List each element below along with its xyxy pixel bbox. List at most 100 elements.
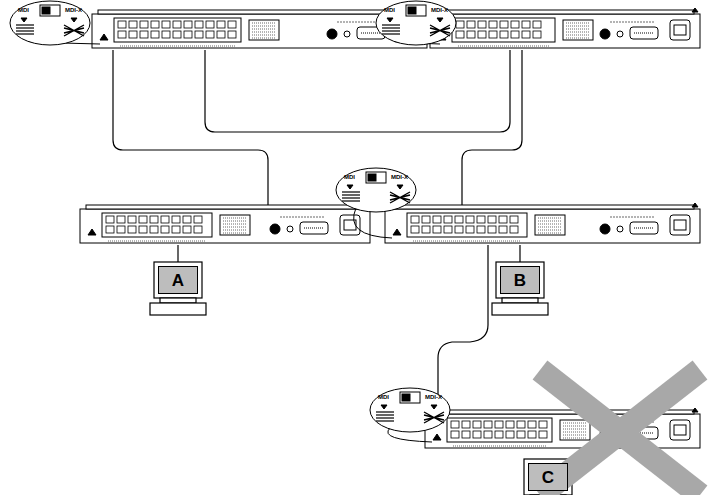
hub-detail <box>467 21 475 28</box>
hub-detail <box>495 421 503 428</box>
hub-detail <box>129 31 137 38</box>
hub-detail <box>220 215 250 235</box>
hub-detail <box>129 21 137 28</box>
hub-detail <box>217 21 225 28</box>
hub-detail <box>444 216 452 223</box>
hub-detail <box>108 241 206 242</box>
hub-detail <box>411 216 419 223</box>
hub-detail <box>16 24 34 25</box>
hub-detail <box>16 27 34 28</box>
hub-detail <box>381 405 387 409</box>
hub-detail <box>560 420 590 440</box>
hub-detail <box>390 192 410 203</box>
hub-detail <box>447 418 552 442</box>
hub-detail <box>488 216 496 223</box>
hub-detail <box>477 226 485 233</box>
hub-detail <box>499 216 507 223</box>
hub-detail <box>270 224 280 234</box>
hub-detail <box>151 31 159 38</box>
hub-detail <box>492 303 548 315</box>
hub-detail <box>161 226 169 233</box>
hub-detail <box>456 21 464 28</box>
hub-detail <box>370 388 450 432</box>
hub-detail <box>630 27 658 39</box>
hub-detail <box>249 20 279 40</box>
hub-detail <box>456 31 464 38</box>
hub-detail <box>489 21 497 28</box>
hub-detail <box>484 421 492 428</box>
switch-label: MDI <box>384 7 395 13</box>
hub-detail <box>361 33 381 34</box>
hub-detail <box>496 262 544 298</box>
hub-detail <box>506 431 514 438</box>
hub-detail <box>183 216 191 223</box>
hub-detail <box>467 31 475 38</box>
hub-detail <box>538 227 562 228</box>
hub-detail <box>451 421 459 428</box>
hub-detail <box>382 24 400 25</box>
hub-detail <box>517 421 525 428</box>
hub-device <box>80 203 370 243</box>
hub-detail <box>430 25 450 36</box>
hub-detail <box>118 21 126 28</box>
hub-detail <box>117 216 125 223</box>
hub-detail <box>327 29 337 39</box>
hub-detail <box>407 213 527 237</box>
hub-detail <box>458 46 549 47</box>
hub-detail <box>488 226 496 233</box>
hub-detail <box>173 31 181 38</box>
hub-detail <box>71 18 77 22</box>
computer-letter: C <box>542 469 554 486</box>
hub-detail <box>466 216 474 223</box>
hub-detail <box>517 431 525 438</box>
switch-label: MDI-X <box>391 174 408 180</box>
hub-detail <box>154 262 202 298</box>
hub-detail <box>478 21 486 28</box>
hub-detail <box>206 31 214 38</box>
hub-detail <box>506 421 514 428</box>
hub-detail <box>563 435 587 436</box>
hub-detail <box>600 29 610 39</box>
hub-detail <box>382 30 400 31</box>
computer-letter: A <box>172 272 184 289</box>
hub-detail <box>406 5 426 16</box>
hub-detail <box>431 405 437 409</box>
hub-detail <box>533 21 541 28</box>
hub-detail <box>376 414 394 415</box>
hub-detail <box>376 417 394 418</box>
hub-detail <box>466 226 474 233</box>
hub-detail <box>535 215 565 235</box>
hub-detail <box>444 226 452 233</box>
mdi-switch-callout <box>370 388 450 442</box>
hub-detail <box>100 34 108 40</box>
hub-detail <box>98 10 421 14</box>
hub-detail <box>128 226 136 233</box>
hub-detail <box>391 205 694 209</box>
hub-detail <box>340 215 360 235</box>
hub-detail <box>610 217 655 218</box>
hub-detail <box>385 209 700 243</box>
hub-device <box>430 8 700 48</box>
hub-detail <box>184 31 192 38</box>
mdi-switch-callout <box>376 1 456 45</box>
hub-detail <box>336 168 416 212</box>
hub-detail <box>453 446 546 447</box>
hub-detail <box>400 392 420 403</box>
hub-detail <box>64 25 84 36</box>
hub-detail <box>206 21 214 28</box>
hub-detail <box>452 18 555 42</box>
hub-detail <box>566 38 590 39</box>
hub-detail <box>538 218 562 219</box>
hub-detail <box>610 22 655 23</box>
hub-detail <box>228 31 236 38</box>
switch-label: MDI-X <box>425 394 442 400</box>
hub-detail <box>139 226 147 233</box>
hub-detail <box>425 414 700 448</box>
hub-detail <box>538 233 562 234</box>
hub-detail <box>194 216 202 223</box>
hub-detail <box>342 197 360 198</box>
hub-detail <box>252 35 276 36</box>
hub-detail <box>86 205 364 209</box>
